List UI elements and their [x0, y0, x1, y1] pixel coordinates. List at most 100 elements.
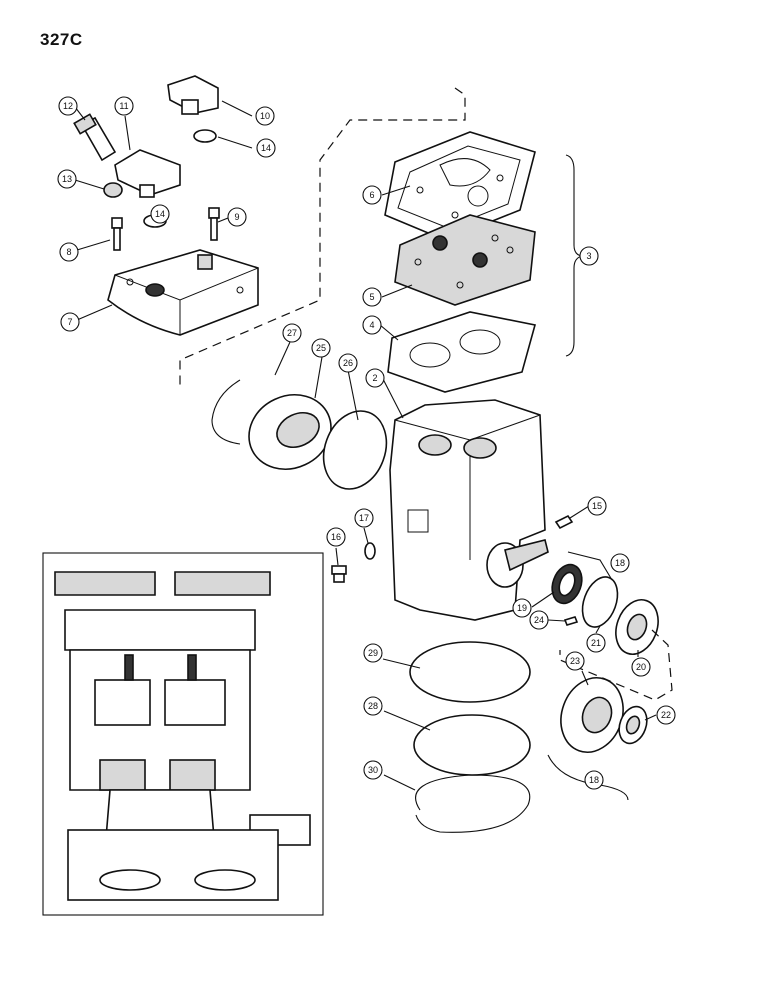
- callout-label: 25: [316, 343, 326, 353]
- callout-c6: 6: [362, 185, 382, 205]
- callout-circle: [362, 185, 382, 205]
- callout-label: 29: [368, 648, 378, 658]
- head-gasket-upper: [384, 131, 536, 241]
- callout-circle: [587, 496, 607, 516]
- callout-c7: 7: [60, 312, 80, 332]
- head-gasket-lower: [387, 311, 537, 393]
- callout-c27: 27: [282, 323, 302, 343]
- callout-circle: [365, 368, 385, 388]
- shaft-seal-19: [551, 563, 583, 605]
- callout-circle: [656, 705, 676, 725]
- callout-c11: 11: [114, 96, 134, 116]
- snap-ring-30: [415, 774, 531, 833]
- callout-label: 12: [63, 101, 73, 111]
- callout-circle: [579, 246, 599, 266]
- callout-label: 4: [369, 320, 374, 330]
- callout-label: 19: [517, 603, 527, 613]
- callout-label: 13: [62, 174, 72, 184]
- bolt-9: [208, 207, 220, 241]
- callout-c26: 26: [338, 353, 358, 373]
- callout-label: 24: [534, 615, 544, 625]
- callout-label: 5: [369, 292, 374, 302]
- callout-circle: [363, 643, 383, 663]
- callout-c24: 24: [529, 610, 549, 630]
- callout-label: 23: [570, 656, 580, 666]
- callout-label: 22: [661, 710, 671, 720]
- o-ring-29: [409, 641, 531, 703]
- page-code: 327C: [40, 30, 83, 49]
- adapter-12: [73, 113, 117, 162]
- seal-22: [618, 705, 648, 745]
- callout-circle: [150, 204, 170, 224]
- compressor-body: [389, 399, 549, 621]
- callout-circle: [255, 106, 275, 126]
- callout-circle: [282, 323, 302, 343]
- plug-16: [331, 565, 347, 583]
- callout-c17: 17: [354, 508, 374, 528]
- callout-c21: 21: [586, 633, 606, 653]
- group-18-dashed-link: [559, 629, 673, 701]
- callout-label: 10: [260, 111, 270, 121]
- callout-c18a: 18: [610, 553, 630, 573]
- callout-label: 2: [372, 373, 377, 383]
- callout-c2: 2: [365, 368, 385, 388]
- o-ring-14-upper: [193, 129, 217, 143]
- callout-label: 9: [234, 212, 239, 222]
- plug-13: [103, 182, 123, 198]
- callout-c14a: 14: [256, 138, 276, 158]
- callout-c19: 19: [512, 598, 532, 618]
- callout-c10: 10: [255, 106, 275, 126]
- o-ring-21: [581, 576, 619, 628]
- callout-circle: [631, 657, 651, 677]
- callout-c5: 5: [362, 287, 382, 307]
- callout-c28: 28: [363, 696, 383, 716]
- head-group-outline: [179, 87, 466, 385]
- callout-c23: 23: [565, 651, 585, 671]
- callout-label: 3: [586, 251, 591, 261]
- key-15: [554, 514, 574, 530]
- callouts: 2345678910111213141415161718181920212223…: [57, 96, 676, 790]
- callout-circle: [362, 315, 382, 335]
- seal-plate-20: [615, 599, 659, 655]
- callout-label: 15: [592, 501, 602, 511]
- callout-label: 16: [331, 532, 341, 542]
- callout-circle: [311, 338, 331, 358]
- callout-c13: 13: [57, 169, 77, 189]
- callout-circle: [529, 610, 549, 630]
- callout-circle: [57, 169, 77, 189]
- callout-label: 18: [615, 558, 625, 568]
- callout-circle: [58, 96, 78, 116]
- fitting-11: [114, 149, 181, 198]
- o-ring-26: [322, 410, 388, 490]
- seal-cover-23: [560, 677, 624, 753]
- leader-lines: [74, 100, 657, 791]
- callout-label: 14: [261, 143, 271, 153]
- fitting-10: [167, 75, 219, 115]
- snap-ring-27: [211, 379, 241, 445]
- callout-circle: [363, 696, 383, 716]
- callout-circle: [362, 287, 382, 307]
- callout-circle: [60, 312, 80, 332]
- callout-circle: [512, 598, 532, 618]
- washer-17: [364, 542, 376, 560]
- callout-c3: 3: [579, 246, 599, 266]
- callout-circle: [586, 633, 606, 653]
- callout-label: 26: [343, 358, 353, 368]
- callout-c12: 12: [58, 96, 78, 116]
- pin-24: [563, 616, 579, 626]
- callout-c29: 29: [363, 643, 383, 663]
- callout-label: 7: [67, 317, 72, 327]
- callout-label: 18: [589, 775, 599, 785]
- callout-label: 17: [359, 513, 369, 523]
- callout-c16: 16: [326, 527, 346, 547]
- callout-circle: [363, 760, 383, 780]
- callout-c9: 9: [227, 207, 247, 227]
- callout-c30: 30: [363, 760, 383, 780]
- callout-label: 20: [636, 662, 646, 672]
- callout-label: 14: [155, 209, 165, 219]
- bolt-8: [111, 217, 123, 251]
- callout-c14b: 14: [150, 204, 170, 224]
- callout-c25: 25: [311, 338, 331, 358]
